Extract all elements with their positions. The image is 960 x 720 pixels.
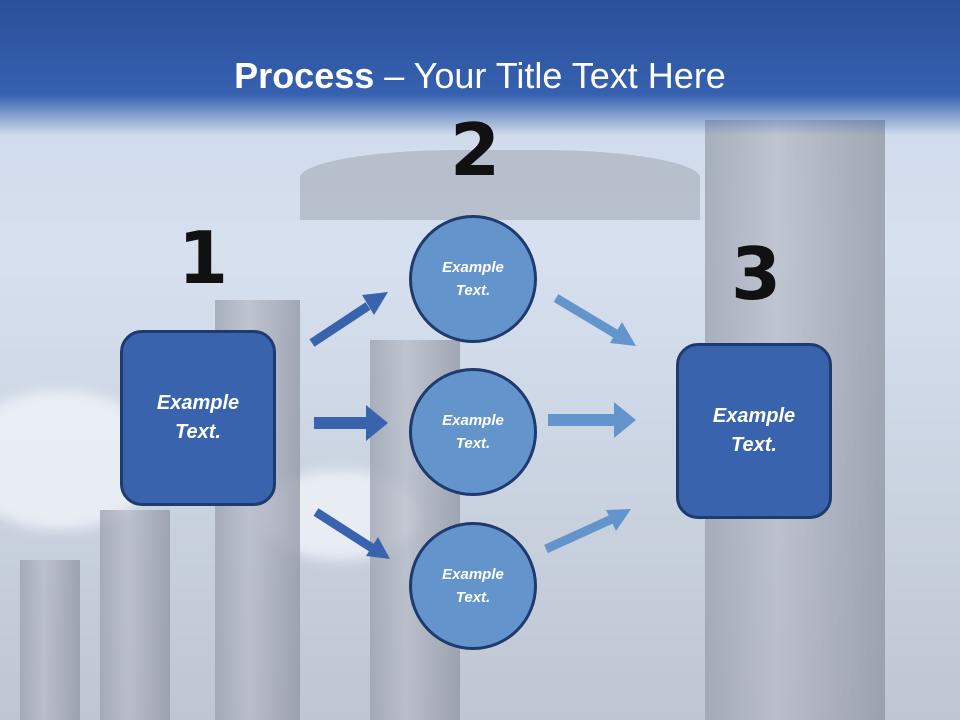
arrow-box1-to-circle-middle xyxy=(314,405,388,441)
step-3-box: Example Text. xyxy=(676,343,832,519)
step-number-3: 3 xyxy=(731,232,782,316)
step-2-label-top: Example Text. xyxy=(442,259,504,299)
step-number-1: 1 xyxy=(178,216,229,300)
background-arch xyxy=(300,150,700,220)
step-2-label-middle: Example Text. xyxy=(442,412,504,452)
step-2-circle-bottom: Example Text. xyxy=(409,522,537,650)
arrow-box1-to-circle-top xyxy=(309,292,388,347)
background-column xyxy=(20,560,80,720)
step-1-box: Example Text. xyxy=(120,330,276,506)
slide-title: Process – Your Title Text Here xyxy=(0,54,960,98)
title-bar xyxy=(0,0,960,135)
step-3-label: Example Text. xyxy=(712,405,796,456)
background-column xyxy=(100,510,170,720)
title-bold: Process xyxy=(234,55,375,96)
arrow-box1-to-circle-bottom xyxy=(313,508,390,559)
arrow-circle-middle-to-box3 xyxy=(548,402,636,438)
arrow-circle-top-to-box3 xyxy=(553,294,636,346)
step-2-circle-top: Example Text. xyxy=(409,215,537,343)
step-2-label-bottom: Example Text. xyxy=(442,566,504,606)
arrow-circle-bottom-to-box3 xyxy=(544,509,631,554)
step-2-circle-middle: Example Text. xyxy=(409,368,537,496)
title-rest: – Your Title Text Here xyxy=(374,55,726,96)
step-number-2: 2 xyxy=(450,108,501,192)
step-1-label: Example Text. xyxy=(156,392,240,443)
